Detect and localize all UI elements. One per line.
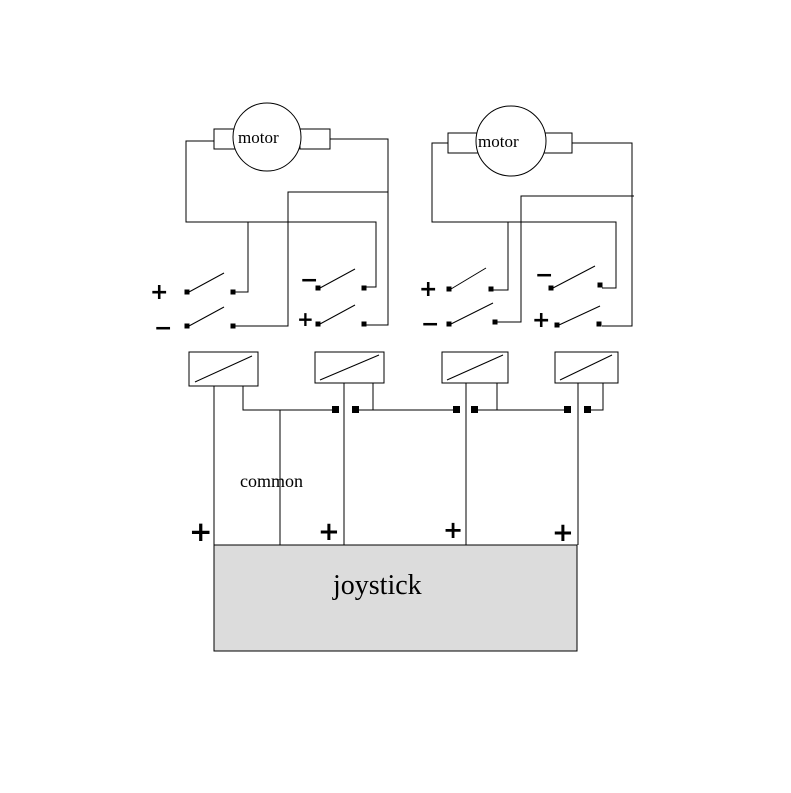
switch-4-bottom [554,305,602,328]
sign-relay3-minus: − [421,312,439,337]
sign-relay4-minus: − [535,263,553,288]
switch-1-bottom [184,306,236,329]
control-wires [213,383,604,545]
motor-wires [185,138,634,327]
wire-left-cross-2 [287,191,388,228]
wire-right-motor-a [431,142,509,291]
wire-left-cross-3 [235,228,289,327]
motor-left-body [232,102,302,172]
relay-1 [188,351,259,387]
joystick-box [213,544,578,652]
motor-right-brush-right [543,132,573,154]
motor-right-label: motor [478,132,519,151]
wire-relay3-common [475,383,498,411]
switch-2-bottom [315,304,367,327]
relay-3 [441,351,509,384]
common-label: common [240,471,303,491]
wire-common-bus [242,386,335,411]
motor-left [213,102,331,172]
bus-terminals [332,406,591,413]
switches [184,265,603,329]
switch-4-top [548,265,603,291]
switch-2-top [315,268,367,291]
wire-right-motor-b [572,142,633,327]
sign-relay1-plus: + [150,280,168,305]
wire-left-cross-1 [248,221,377,288]
sign-relay3-plus: + [419,277,437,302]
switch-3-bottom [446,302,498,327]
wire-left-motor-b [330,138,389,326]
sign-relay2-plus: + [297,307,314,331]
joystick-label: joystick [332,570,422,601]
wire-right-cross-1 [508,221,617,289]
relay-2 [314,351,385,384]
motor-right [447,105,573,177]
joystick-plus-2: + [318,517,340,547]
relays [188,351,619,387]
sign-relay1-minus: − [154,316,172,341]
relay-4 [554,351,619,384]
motor-right-brush-left [447,132,479,154]
motor-left-brush-right [299,128,331,150]
sign-relay2-minus: − [300,268,318,293]
wire-relay2-common [355,383,374,411]
switch-3-top [446,267,494,292]
joystick-plus-1: + [189,515,212,548]
wire-relay4-common [586,383,604,411]
joystick-plus-3: + [443,516,463,544]
motor-left-label: motor [238,128,279,147]
wire-right-cross-3 [495,232,522,323]
switch-1-top [184,272,236,295]
wire-left-motor-a [185,140,249,293]
motor-right-body [475,105,547,177]
joystick-plus-4: + [552,518,574,548]
wire-right-cross-2 [520,195,634,232]
sign-relay4-plus: + [532,308,550,333]
